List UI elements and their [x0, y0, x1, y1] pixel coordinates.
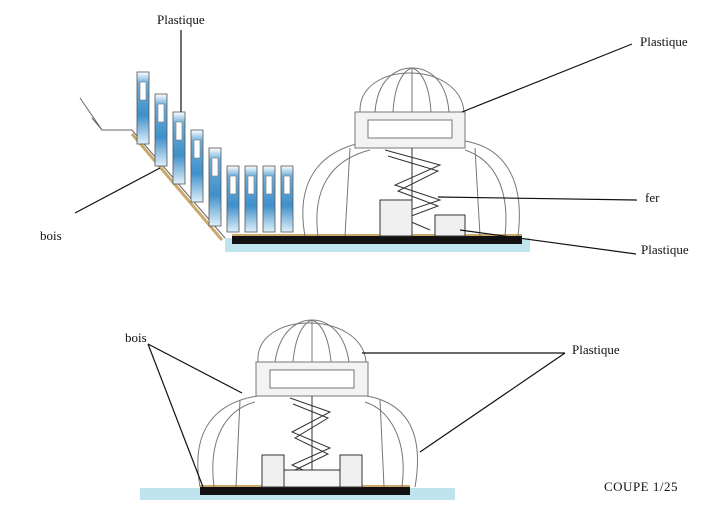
bottom-section — [140, 319, 566, 500]
upper-dome-top — [354, 67, 466, 149]
base-slab-top — [232, 236, 522, 244]
label-bois-bottom: bois — [125, 330, 147, 345]
upper-dome-bottom — [255, 319, 369, 397]
drawing-title: COUPE 1/25 — [604, 479, 678, 494]
label-bois-top: bois — [40, 228, 62, 243]
spiral-stair-bottom — [261, 396, 363, 488]
label-fer: fer — [645, 190, 660, 205]
plastic-posts — [136, 71, 294, 233]
label-plastique-posts: Plastique — [157, 12, 205, 27]
label-plastique-dome: Plastique — [640, 34, 688, 49]
top-section — [74, 30, 638, 255]
label-plastique-bottom: Plastique — [572, 342, 620, 357]
leader-lines-bottom — [147, 343, 566, 488]
spiral-stair-top — [379, 148, 466, 237]
leader-lines-top — [74, 30, 638, 255]
label-plastique-base: Plastique — [641, 242, 689, 257]
base-slab-bottom — [200, 487, 410, 495]
